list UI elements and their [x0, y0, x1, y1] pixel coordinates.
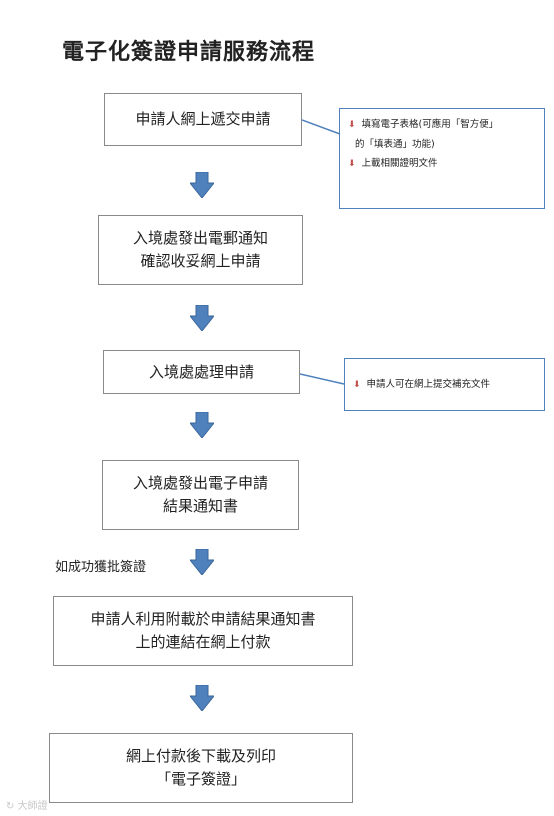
note-1-item-1-cont: 的「填表通」功能) [348, 135, 536, 154]
watermark-logo-icon: ↻ [6, 801, 15, 812]
note-2-item-1: ⬇ 申請人可在網上提交補充文件 [353, 375, 490, 395]
step-6-line-2: 「電子簽證」 [155, 770, 246, 788]
note-2-item-1-text: 申請人可在網上提交補充文件 [366, 378, 491, 390]
page-title: 電子化簽證申請服務流程 [62, 40, 316, 65]
condition-label: 如成功獲批簽證 [55, 560, 147, 575]
step-5-line-2: 上的連結在網上付款 [135, 633, 271, 651]
down-arrow-icon [190, 305, 214, 331]
step-1-text: 申請人網上遞交申請 [135, 110, 271, 128]
step-4-box: 入境處發出電子申請 結果通知書 [102, 460, 299, 530]
note-1-item-1-line-2: 的「填表通」功能) [355, 139, 435, 150]
step-5-box: 申請人利用附載於申請結果通知書 上的連結在網上付款 [53, 596, 353, 666]
step-4-line-2: 結果通知書 [162, 497, 238, 515]
note-box-2: ⬇ 申請人可在網上提交補充文件 [344, 358, 545, 411]
step-5-line-1: 申請人利用附載於申請結果通知書 [90, 610, 316, 628]
bullet-arrow-icon: ⬇ [348, 120, 356, 130]
step-4-line-1: 入境處發出電子申請 [132, 474, 268, 492]
step-2-line-2: 確認收妥網上申請 [140, 252, 261, 270]
step-3-text: 入境處處理申請 [148, 362, 254, 381]
down-arrow-icon [190, 685, 214, 711]
step-3-box: 入境處處理申請 [103, 350, 300, 394]
down-arrow-icon [190, 412, 214, 438]
watermark: ↻ 大師證 [6, 797, 48, 812]
bullet-arrow-icon: ⬇ [353, 379, 361, 390]
step-1-box: 申請人網上遞交申請 [104, 93, 302, 146]
step-6-line-1: 網上付款後下載及列印 [125, 747, 276, 765]
bullet-arrow-icon: ⬇ [348, 159, 356, 169]
watermark-text: 大師證 [17, 801, 48, 812]
connector-line-2 [300, 373, 345, 385]
step-6-box: 網上付款後下載及列印 「電子簽證」 [49, 733, 353, 803]
down-arrow-icon [190, 172, 214, 198]
note-box-1: ⬇ 填寫電子表格(可應用「智方便」 的「填表通」功能) ⬇ 上載相關證明文件 [339, 108, 545, 209]
note-1-item-2: ⬇ 上載相關證明文件 [348, 154, 536, 174]
down-arrow-icon [190, 549, 214, 575]
note-1-item-2-text: 上載相關證明文件 [361, 158, 438, 169]
step-2-box: 入境處發出電郵通知 確認收妥網上申請 [98, 215, 303, 285]
connector-line-1 [302, 119, 341, 135]
note-1-item-1-line-1: 填寫電子表格(可應用「智方便」 [361, 119, 499, 130]
note-1-item-1: ⬇ 填寫電子表格(可應用「智方便」 [348, 115, 536, 135]
step-2-line-1: 入境處發出電郵通知 [132, 229, 268, 247]
